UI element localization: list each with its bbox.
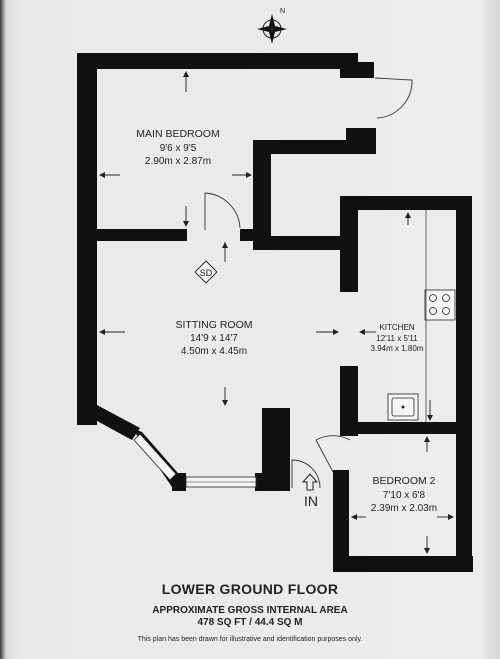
main-bedroom-dim-metric: 2.90m x 2.87m [145, 156, 211, 167]
room-label-kitchen: KITCHEN 12'11 x 5'11 3.94m x 1.80m [371, 323, 424, 353]
main-bedroom-name: MAIN BEDROOM [136, 128, 219, 140]
room-label-main-bedroom: MAIN BEDROOM 9'6 x 9'5 2.90m x 2.87m [136, 128, 219, 167]
room-label-sitting-room: SITTING ROOM 14'9 x 14'7 4.50m x 4.45m [176, 319, 253, 357]
walls [77, 53, 473, 572]
kitchen-name: KITCHEN [379, 323, 414, 332]
room-label-bedroom-2: BEDROOM 2 7'10 x 6'8 2.39m x 2.03m [371, 475, 437, 514]
disclaimer: This plan has been drawn for illustrativ… [137, 636, 363, 643]
area-title: APPROXIMATE GROSS INTERNAL AREA [152, 605, 348, 616]
kitchen-dim-imperial: 12'11 x 5'11 [376, 334, 418, 343]
doors [204, 77, 413, 489]
main-bedroom-dim-imperial: 9'6 x 9'5 [160, 143, 197, 154]
compass-north-label: N [280, 8, 285, 15]
smoke-detector-label: SD [200, 268, 213, 278]
sink-icon [387, 393, 419, 421]
bay-window [133, 433, 257, 488]
sitting-room-dim-metric: 4.50m x 4.45m [181, 346, 247, 357]
bedroom-2-dim-imperial: 7'10 x 6'8 [383, 490, 426, 501]
dimension-lines [99, 71, 454, 554]
hob-icon [424, 289, 456, 321]
area-value: 478 SQ FT / 44.4 SQ M [197, 617, 303, 628]
sitting-room-dim-imperial: 14'9 x 14'7 [190, 333, 238, 344]
sitting-room-name: SITTING ROOM [176, 319, 253, 331]
compass-icon: N [257, 8, 287, 44]
floor-title: LOWER GROUND FLOOR [161, 581, 339, 597]
entrance-label: IN [304, 493, 318, 509]
kitchen-dim-metric: 3.94m x 1.80m [371, 344, 424, 353]
entrance-arrow-icon: IN [301, 473, 319, 509]
bedroom-2-name: BEDROOM 2 [372, 475, 435, 487]
bedroom-2-dim-metric: 2.39m x 2.03m [371, 503, 437, 514]
smoke-detector-icon: SD [194, 260, 218, 284]
